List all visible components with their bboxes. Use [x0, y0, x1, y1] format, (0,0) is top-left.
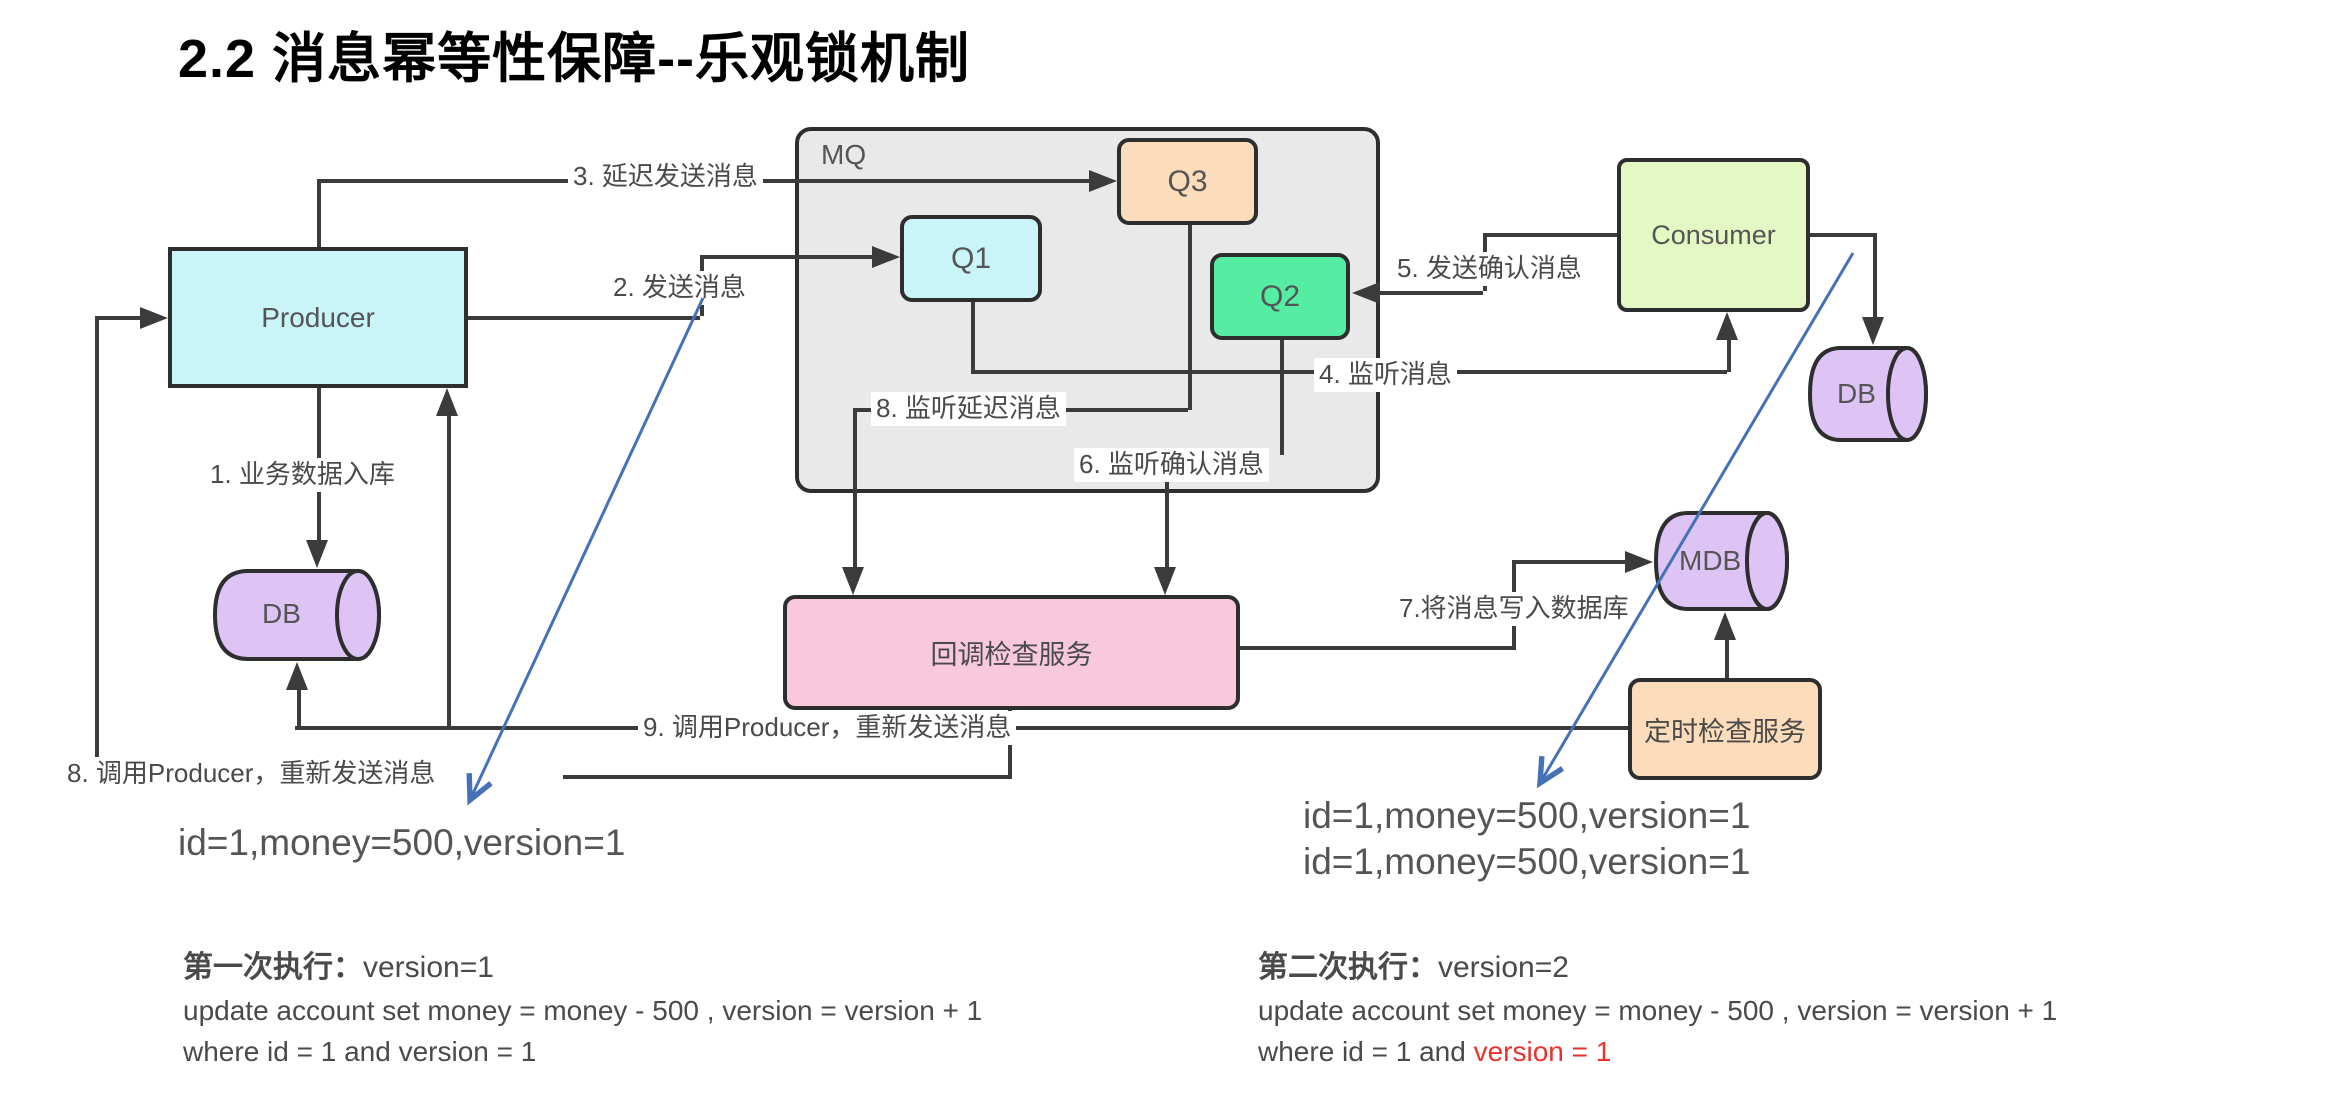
edge-label-6: 6. 监听确认消息	[1074, 448, 1269, 482]
q3-label: Q3	[1167, 164, 1208, 198]
consumer-node: Consumer	[1617, 158, 1810, 312]
first-exec-update-line: update account set money = money - 500 ,…	[183, 995, 983, 1026]
connector-line	[1512, 560, 1631, 564]
second-exec-title-cn: 第二次执行：	[1258, 951, 1438, 984]
edge-label-8-listen: 8. 监听延迟消息	[871, 392, 1066, 426]
q2-node: Q2	[1210, 253, 1350, 340]
first-exec-where-line: where id = 1 and version = 1	[183, 1036, 537, 1067]
right-record-text-1: id=1,money=500,version=1	[1303, 795, 1751, 836]
db-left-cylinder: DB	[212, 568, 383, 662]
db-right-label: DB	[1837, 378, 1876, 409]
producer-node: Producer	[168, 247, 468, 388]
edge-label-3: 3. 延迟发送消息	[568, 160, 763, 194]
q2-label: Q2	[1259, 279, 1301, 313]
consumer-label: Consumer	[1651, 219, 1776, 250]
db-right-cylinder: DB	[1807, 345, 1930, 443]
first-exec-title-en: version=1	[363, 951, 494, 984]
connector-line	[563, 775, 1012, 779]
arrowhead	[1154, 567, 1176, 595]
arrowhead	[1352, 282, 1380, 304]
arrowhead	[1862, 317, 1884, 345]
blue-arrow-right	[1536, 252, 1855, 789]
second-exec-update-line: update account set money = money - 500 ,…	[1258, 995, 2058, 1026]
connector-line	[1727, 334, 1731, 372]
connector-line	[1374, 291, 1483, 295]
callback-service-node: 回调检查服务	[783, 595, 1240, 710]
arrowhead	[306, 540, 328, 568]
first-exec-title: 第一次执行：version=1	[183, 942, 494, 986]
arrowhead	[872, 246, 900, 268]
arrowhead	[1714, 612, 1736, 640]
db-left-label: DB	[262, 598, 301, 629]
edge-label-2: 2. 发送消息	[608, 271, 751, 305]
edge-label-8-call: 8. 调用Producer，重新发送消息	[62, 757, 441, 791]
connector-line	[700, 255, 878, 259]
q1-label: Q1	[950, 241, 992, 275]
edge-label-5: 5. 发送确认消息	[1392, 252, 1587, 286]
arrowhead	[1716, 312, 1738, 340]
connector-line	[1280, 340, 1284, 455]
arrowhead	[286, 662, 308, 690]
connector-line	[1810, 233, 1873, 237]
edge-label-1: 1. 业务数据入库	[205, 458, 400, 492]
connector-line	[1188, 225, 1192, 410]
right-record-text-2: id=1,money=500,version=1	[1303, 841, 1751, 882]
arrowhead	[1089, 170, 1117, 192]
callback-service-label: 回调检查服务	[930, 640, 1093, 670]
first-exec-title-cn: 第一次执行：	[183, 951, 363, 984]
connector-line	[297, 684, 301, 728]
connector-line	[317, 179, 321, 247]
connector-line	[853, 408, 857, 573]
connector-line	[971, 302, 975, 370]
connector-line	[1725, 634, 1729, 678]
timer-service-label: 定时检查服务	[1644, 716, 1806, 747]
mq-label: MQ	[821, 139, 867, 170]
blue-arrow-left	[466, 297, 705, 806]
second-exec-where-line: where id = 1 and version = 1	[1258, 1036, 1611, 1068]
timer-service-node: 定时检查服务	[1628, 678, 1822, 780]
left-record-text: id=1,money=500,version=1	[178, 822, 626, 863]
connector-line	[1873, 233, 1877, 323]
edge-label-7: 7.将消息写入数据库	[1394, 592, 1634, 626]
connector-line	[1165, 478, 1169, 573]
connector-line	[1240, 646, 1512, 650]
arrowhead	[140, 307, 168, 329]
q3-node: Q3	[1117, 138, 1258, 225]
connector-line	[95, 316, 99, 758]
second-exec-title: 第二次执行：version=2	[1258, 942, 1569, 986]
arrowhead	[842, 567, 864, 595]
connector-line	[468, 316, 700, 320]
producer-label: Producer	[261, 301, 375, 333]
connector-line	[95, 316, 146, 320]
q1-node: Q1	[900, 215, 1042, 302]
edge-label-9-call: 9. 调用Producer，重新发送消息	[638, 711, 1017, 745]
mdb-label: MDB	[1679, 545, 1742, 576]
arrowhead	[436, 388, 458, 416]
page-title: 2.2 消息幂等性保障--乐观锁机制	[178, 29, 971, 89]
connector-line	[447, 410, 451, 728]
mdb-cylinder: MDB	[1653, 510, 1792, 612]
second-exec-where-prefix: where id = 1 and	[1258, 1036, 1474, 1067]
connector-line	[1483, 233, 1617, 237]
second-exec-title-en: version=2	[1438, 951, 1569, 984]
second-exec-where-highlight: version = 1	[1473, 1036, 1612, 1067]
edge-label-4: 4. 监听消息	[1314, 358, 1457, 392]
arrowhead	[1625, 551, 1653, 573]
